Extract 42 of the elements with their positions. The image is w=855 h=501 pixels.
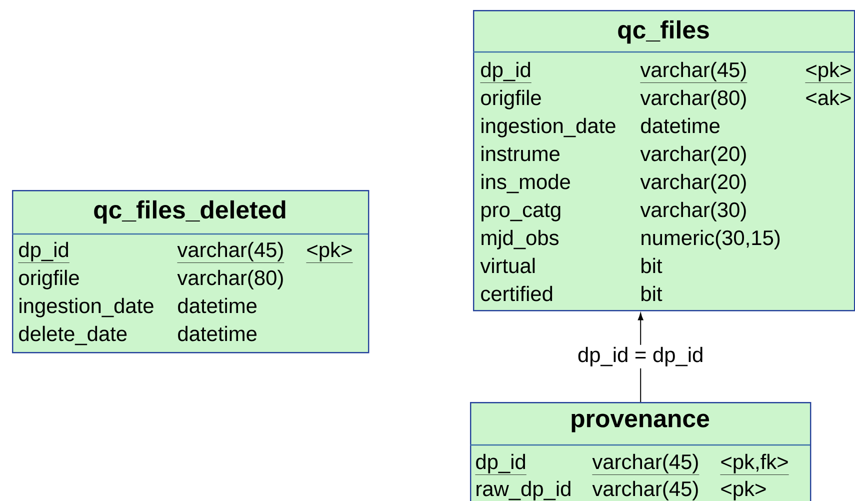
key-label: <pk> (721, 480, 766, 500)
data-type: varchar(80) (177, 270, 283, 290)
column-name: ins_mode (482, 174, 570, 194)
data-type: varchar(45) (177, 242, 284, 263)
column-name: origfile (19, 270, 79, 290)
table-box (473, 10, 855, 312)
table-box (12, 190, 370, 354)
column-name: delete_date (19, 326, 127, 346)
column-name: pro_catg (482, 203, 560, 222)
key-label: <ak> (806, 90, 851, 106)
column-name: raw_dp_id (476, 480, 570, 500)
data-type: varchar(45) (592, 454, 700, 475)
data-type: varchar(20) (640, 146, 746, 166)
data-type: varchar(30) (640, 202, 746, 222)
data-type: datetime (178, 326, 256, 342)
data-type: varchar(45) (592, 480, 698, 500)
column-name: origfile (481, 90, 541, 110)
table-box (470, 402, 812, 501)
data-type: varchar(20) (640, 174, 746, 194)
edge-label: dp_id = dp_id (576, 344, 706, 368)
column-name: mjd_obs (482, 230, 558, 250)
column-name: dp_id (18, 242, 70, 263)
data-type: varchar(80) (640, 90, 746, 110)
table-title: qc_files (618, 20, 709, 44)
data-type: bit (642, 286, 662, 302)
column-name: dp_id (480, 62, 532, 83)
table-title: provenance (572, 414, 710, 432)
data-type: datetime (178, 298, 256, 314)
column-name: ingestion_date (482, 118, 616, 138)
data-type: datetime (641, 118, 720, 134)
data-type: varchar(45) (640, 62, 748, 83)
column-name: ingestion_date (20, 298, 154, 318)
key-label: <pk> (805, 62, 852, 83)
table-title: qc_files_deleted (94, 200, 286, 224)
key-label: <pk,fk> (720, 454, 790, 475)
data-type: numeric(30,15) (642, 230, 780, 250)
column-name: virtual (480, 258, 535, 274)
column-name: certified (481, 286, 552, 302)
key-label: <pk> (306, 242, 353, 263)
column-name: dp_id (475, 454, 527, 475)
column-name: instrume (482, 146, 560, 162)
data-type: bit (642, 258, 662, 274)
